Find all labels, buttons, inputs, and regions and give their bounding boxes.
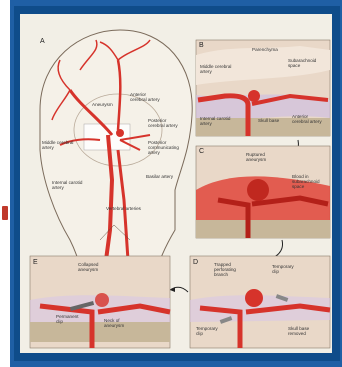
label-b-parenchyma: Parenchyma [252,47,278,52]
panel-b-letter: B [199,42,204,49]
panel-e-letter: E [33,259,38,266]
label-a-vertebral: Vertebral arteries [106,206,141,211]
panel-a-letter: A [40,38,45,45]
label-e-collapsed: Collapsed aneurysm [78,262,98,272]
label-b-skull-base: Skull base [258,118,279,123]
label-d-temp-clip-top: Temporary clip [272,264,294,274]
label-b-subarachnoid: Subarachnoid space [288,58,316,68]
label-b-middle-cerebral: Middle cerebral artery [200,64,231,74]
label-b-anterior-cerebral: Anterior cerebral artery [292,114,322,124]
label-a-middle-cerebral: Middle cerebral artery [42,140,73,150]
panel-d-letter: D [193,259,198,266]
label-c-ruptured: Ruptured aneurysm [246,152,266,162]
label-a-posterior-communicating: Posterior communicating artery [148,140,179,155]
label-a-anterior-cerebral: Anterior cerebral artery [130,92,160,102]
label-b-internal-carotid: Internal carotid artery [200,116,230,126]
panel-c-letter: C [199,148,204,155]
label-d-skull-removed: Skull base removed [288,326,309,336]
label-a-aneurysm: Aneurysm [92,102,113,107]
label-a-basilar: Basilar artery [146,174,173,179]
label-a-internal-carotid: Internal carotid artery [52,180,82,190]
label-e-permanent-clip: Permanent clip [56,314,78,324]
arrow-c-to-d [272,240,283,258]
label-e-neck: Neck of aneurysm [104,318,124,328]
label-a-posterior-cerebral: Posterior cerebral artery [148,118,178,128]
label-d-trapped: Trapped perforating branch [214,262,236,277]
label-c-blood: Blood in subarachnoid space [292,174,320,189]
panel-e [30,256,170,348]
label-d-temp-clip-bottom: Temporary clip [196,326,218,336]
